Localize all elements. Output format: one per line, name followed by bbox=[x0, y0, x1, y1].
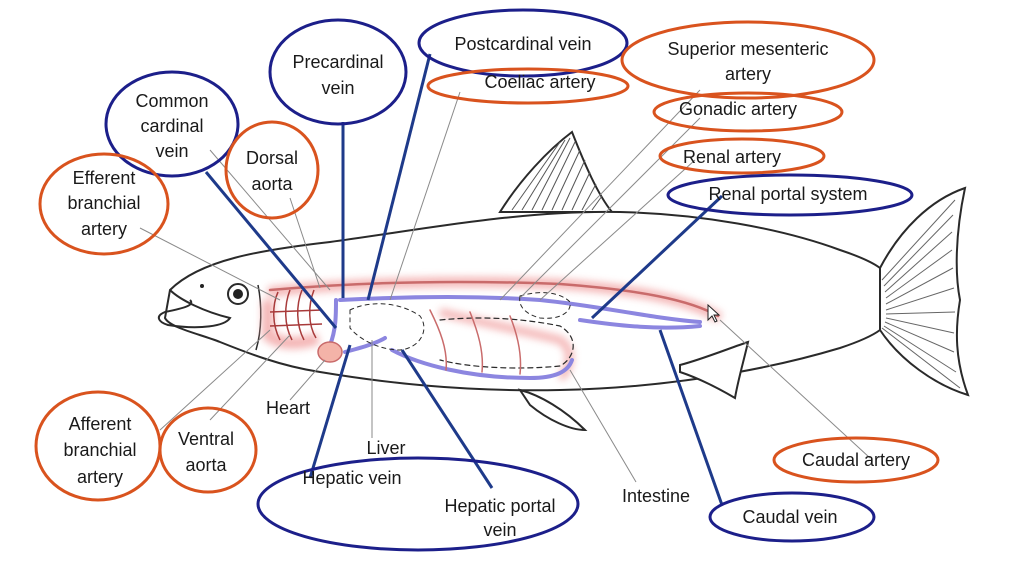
svg-text:artery: artery bbox=[77, 467, 123, 487]
svg-text:vein: vein bbox=[155, 141, 188, 161]
svg-text:Precardinal: Precardinal bbox=[292, 52, 383, 72]
svg-text:Caudal vein: Caudal vein bbox=[742, 507, 837, 527]
anal-fin bbox=[679, 340, 750, 400]
svg-text:branchial: branchial bbox=[67, 193, 140, 213]
svg-text:artery: artery bbox=[725, 64, 771, 84]
svg-text:Renal artery: Renal artery bbox=[683, 147, 781, 167]
svg-text:aorta: aorta bbox=[185, 455, 227, 475]
label-intestine: Intestine bbox=[622, 486, 690, 506]
caudal-vein-vessel bbox=[578, 318, 702, 330]
svg-text:Coeliac artery: Coeliac artery bbox=[484, 72, 595, 92]
label-common-cardinal-vein: Common cardinal vein bbox=[104, 70, 240, 178]
label-postcardinal-vein: Postcardinal vein bbox=[417, 8, 629, 78]
svg-text:Ventral: Ventral bbox=[178, 429, 234, 449]
operculum bbox=[255, 284, 262, 351]
svg-text:aorta: aorta bbox=[251, 174, 293, 194]
pelvic-fin bbox=[517, 388, 588, 432]
label-hepatic-portal-vein-l1: Hepatic portal bbox=[444, 496, 555, 516]
gill-arches bbox=[269, 289, 323, 341]
label-caudal-vein: Caudal vein bbox=[708, 491, 876, 543]
mouse-cursor-icon bbox=[707, 303, 721, 323]
label-gonadic-artery: Gonadic artery bbox=[652, 91, 844, 133]
label-renal-portal-system: Renal portal system bbox=[666, 173, 914, 217]
label-superior-mesenteric-artery: Superior mesenteric artery bbox=[620, 20, 876, 100]
svg-text:Afferent: Afferent bbox=[69, 414, 132, 434]
svg-text:branchial: branchial bbox=[63, 440, 136, 460]
blue-pointer-lines bbox=[204, 53, 724, 506]
svg-text:Common: Common bbox=[135, 91, 208, 111]
svg-text:Efferent: Efferent bbox=[73, 168, 136, 188]
heart-organ bbox=[317, 341, 343, 363]
svg-text:Caudal artery: Caudal artery bbox=[802, 450, 910, 470]
cardinal-vessel bbox=[328, 298, 338, 347]
label-hepatic-portal-vein-l2: vein bbox=[483, 520, 516, 540]
label-precardinal-vein: Precardinal vein bbox=[268, 18, 408, 126]
label-renal-artery: Renal artery bbox=[658, 137, 826, 175]
svg-text:Gonadic artery: Gonadic artery bbox=[679, 99, 797, 119]
svg-text:vein: vein bbox=[321, 78, 354, 98]
label-liver: Liver bbox=[366, 438, 405, 458]
label-afferent-branchial-artery: Afferent branchial artery bbox=[34, 390, 162, 502]
caudal-fin bbox=[879, 186, 970, 397]
liver-outline bbox=[349, 303, 425, 351]
thin-leader-lines bbox=[139, 89, 871, 483]
svg-text:cardinal: cardinal bbox=[140, 116, 203, 136]
label-dorsal-aorta: Dorsal aorta bbox=[224, 120, 320, 220]
intestine-loops bbox=[439, 317, 574, 369]
dorsal-fin bbox=[498, 130, 615, 213]
label-hepatic-vein: Hepatic vein bbox=[302, 468, 401, 488]
svg-text:Renal portal system: Renal portal system bbox=[708, 184, 867, 204]
svg-text:Superior mesenteric: Superior mesenteric bbox=[667, 39, 828, 59]
postcardinal-vessel bbox=[338, 295, 702, 324]
label-heart: Heart bbox=[266, 398, 310, 418]
fish-mouth bbox=[157, 289, 232, 329]
svg-text:Postcardinal vein: Postcardinal vein bbox=[454, 34, 591, 54]
label-caudal-artery: Caudal artery bbox=[772, 436, 940, 484]
hepatic-portal-vessel bbox=[390, 348, 574, 381]
label-coeliac-artery: Coeliac artery bbox=[426, 67, 630, 105]
label-hepatic-veins: Hepatic vein Hepatic portal vein bbox=[256, 456, 580, 552]
svg-text:artery: artery bbox=[81, 219, 127, 239]
label-efferent-branchial-artery: Efferent branchial artery bbox=[38, 152, 170, 256]
label-ventral-aorta: Ventral aorta bbox=[158, 406, 258, 494]
svg-text:Dorsal: Dorsal bbox=[246, 148, 298, 168]
